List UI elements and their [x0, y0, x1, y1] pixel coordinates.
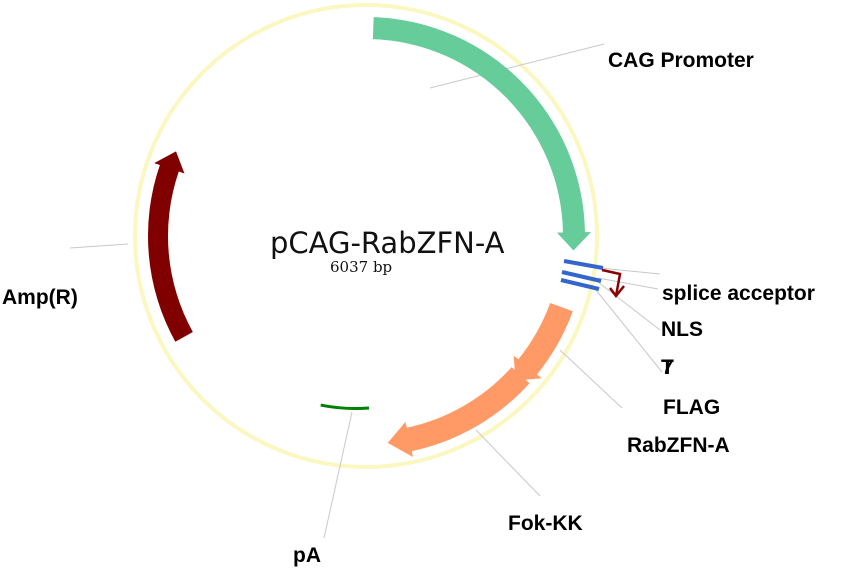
- label-nls[interactable]: NLS: [661, 318, 703, 341]
- leader-line: [597, 277, 659, 290]
- t7-feature[interactable]: [561, 270, 602, 283]
- label-t7[interactable]: T7: [661, 356, 668, 379]
- leader-line: [429, 43, 605, 89]
- leader-line: [69, 243, 129, 249]
- leader-line: [559, 349, 623, 409]
- plasmid-name: pCAG-RabZFN-A: [270, 226, 505, 260]
- tag-features[interactable]: [560, 259, 604, 291]
- leader-line: [595, 289, 663, 373]
- splice-acceptor-icon[interactable]: [601, 268, 625, 299]
- plasmid-backbone: [133, 3, 599, 469]
- fok-kk-arrow[interactable]: [387, 367, 530, 458]
- label-amp-r[interactable]: Amp(R): [2, 286, 78, 309]
- leader-lines: [69, 43, 663, 539]
- amp-r-arrow[interactable]: [147, 151, 193, 342]
- label-fok-kk[interactable]: Fok-KK: [508, 512, 583, 535]
- cag-promoter-arrow[interactable]: [372, 17, 591, 251]
- leader-line: [599, 267, 661, 275]
- leader-line: [475, 429, 541, 497]
- flag-feature[interactable]: [560, 278, 600, 291]
- nls-feature[interactable]: [563, 259, 604, 270]
- label-flag[interactable]: FLAG: [663, 396, 721, 419]
- label-cag-promoter[interactable]: CAG Promoter: [608, 49, 754, 72]
- label-rabzfn-a[interactable]: RabZFN-A: [627, 434, 730, 457]
- leader-line: [597, 281, 661, 331]
- rabzfn-a-arrow[interactable]: [513, 303, 573, 381]
- label-splice-acceptor[interactable]: splice acceptor: [662, 282, 815, 305]
- plasmid-size: 6037 bp: [330, 258, 393, 276]
- label-pa[interactable]: pA: [293, 544, 321, 567]
- pa-feature[interactable]: [320, 403, 370, 410]
- leader-line: [323, 411, 353, 539]
